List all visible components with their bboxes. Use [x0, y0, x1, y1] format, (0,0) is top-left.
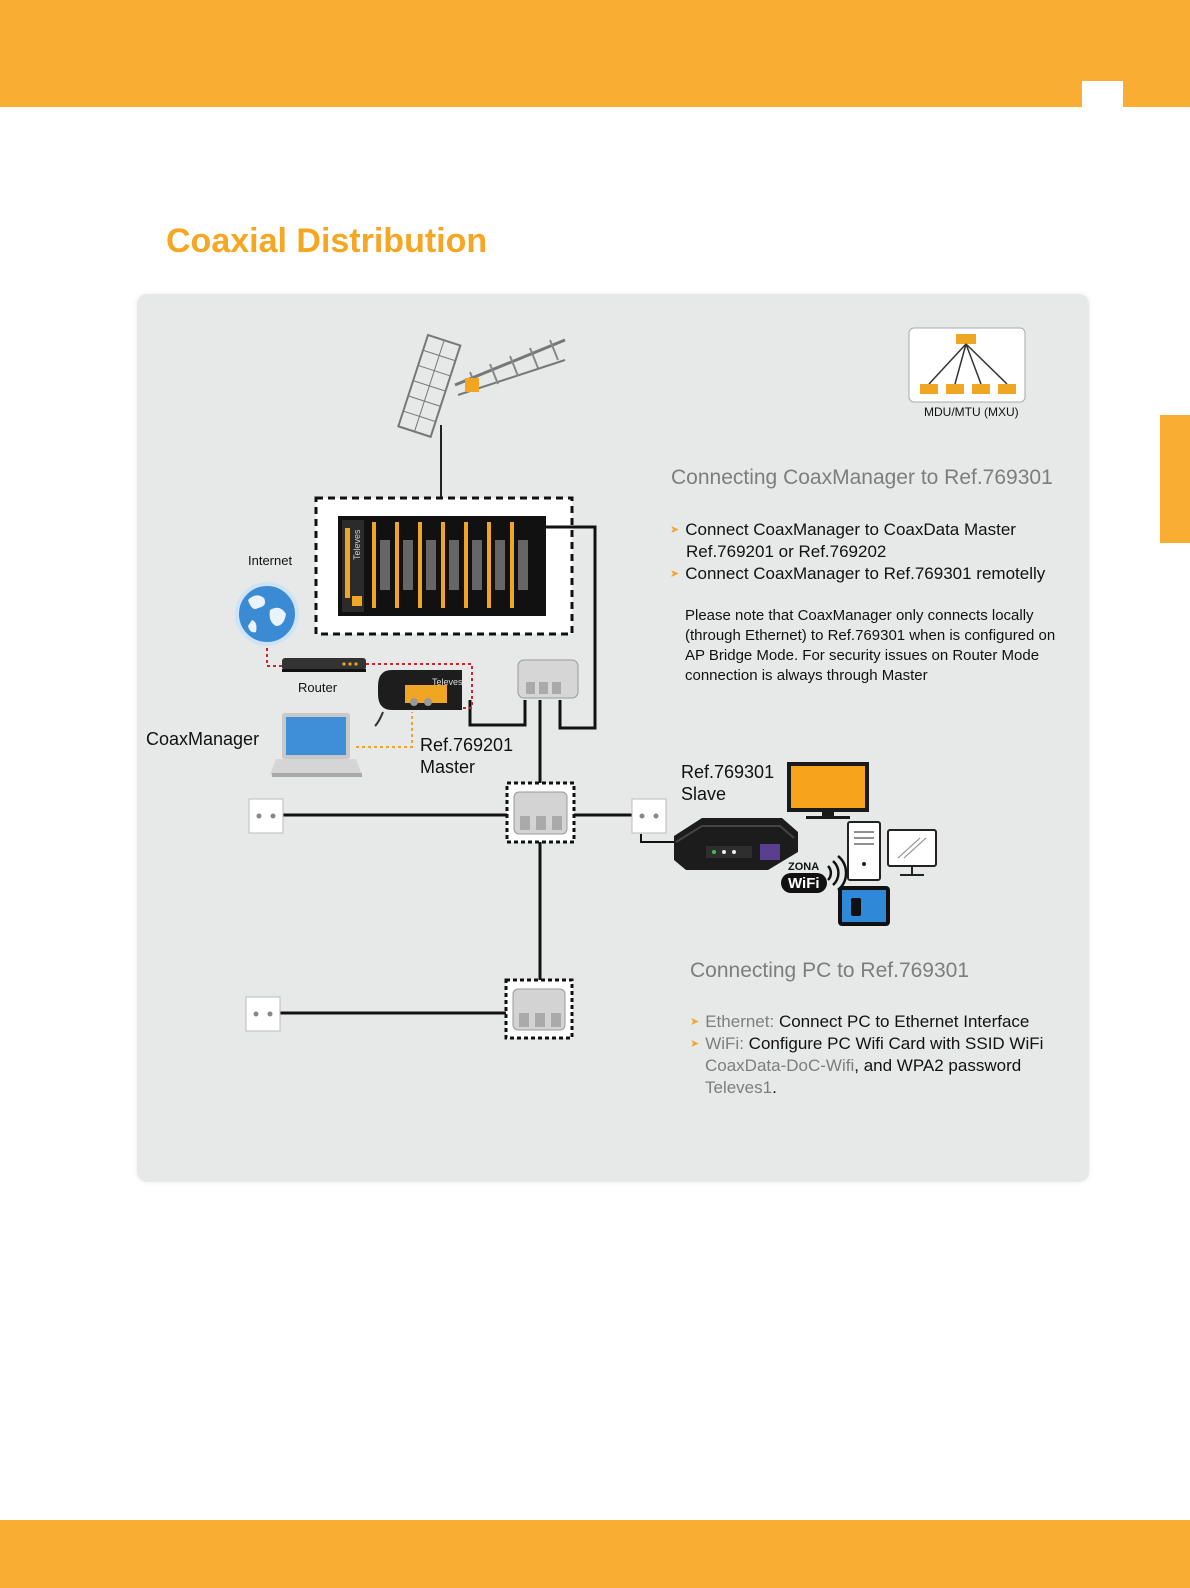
tap-icon-1 [505, 781, 576, 844]
globe-icon [235, 582, 299, 646]
pc-tower-icon [847, 821, 881, 881]
section1-heading: Connecting CoaxManager to Ref.769301 [671, 466, 1053, 489]
mxu-label: MDU/MTU (MXU) [924, 405, 1019, 419]
monitor-icon [887, 829, 937, 876]
internet-label: Internet [248, 553, 293, 568]
page-title: Coaxial Distribution [166, 222, 488, 260]
master-role-label: Master [420, 757, 476, 777]
internet-link [266, 648, 290, 667]
svg-text:Televes: Televes [352, 529, 362, 560]
router-icon [282, 658, 366, 672]
coax-cables [280, 525, 676, 1015]
bottom-footer-band [0, 1520, 1190, 1588]
section2-heading: Connecting PC to Ref.769301 [690, 959, 970, 982]
section1-note-line-4: connection is always through Master [685, 667, 928, 684]
bullet-arrow-icon: ➤ [690, 1016, 700, 1028]
section1-bullet-2: ➤Connect CoaxManager to Ref.769301 remot… [670, 564, 1046, 583]
section-side-tab [1160, 415, 1190, 543]
wall-outlet-icon-1 [248, 798, 284, 834]
splitter-icon [517, 659, 579, 699]
router-label: Router [298, 680, 338, 695]
bullet-arrow-icon: ➤ [670, 568, 680, 580]
section2-ssid-line: CoaxData-DoC-Wifi, and WPA2 password [705, 1056, 1022, 1075]
slave-unit-icon [674, 818, 798, 870]
master-unit-icon: Televes [374, 670, 463, 727]
section1-note-line-3: AP Bridge Mode. For security issues on R… [685, 647, 1040, 664]
section1-note-line-2: (through Ethernet) to Ref.769301 when is… [685, 627, 1056, 644]
svg-text:Televes: Televes [432, 677, 463, 687]
top-header-band [0, 0, 1190, 107]
svg-text:WiFi: WiFi [788, 875, 820, 892]
master-ref-label: Ref.769201 [420, 735, 514, 755]
antenna-icon [397, 333, 566, 498]
section2-bullet-wifi: ➤WiFi: Configure PC Wifi Card with SSID … [690, 1034, 1044, 1053]
section1-note-line-1: Please note that CoaxManager only connec… [685, 607, 1034, 624]
wall-outlet-icon-3 [245, 996, 281, 1032]
headend-rack: Televes [314, 496, 574, 636]
tablet-icon [838, 886, 890, 926]
wall-outlet-icon-2 [631, 798, 667, 834]
laptop-icon [270, 713, 362, 777]
section2-password-line: Televes1. [705, 1078, 777, 1097]
page-number-box [1082, 81, 1123, 107]
slave-role-label: Slave [681, 784, 727, 804]
coaxmanager-label: CoaxManager [146, 729, 260, 749]
wifi-zone-logo: ZONA WiFi [781, 855, 848, 893]
section1-bullet-1-cont: Ref.769201 or Ref.769202 [686, 542, 887, 561]
section1-bullet-1: ➤Connect CoaxManager to CoaxData Master [670, 520, 1016, 539]
laptop-link [356, 712, 413, 748]
tap-icon-2 [504, 978, 574, 1040]
slave-ref-label: Ref.769301 [681, 762, 775, 782]
tv-icon [787, 762, 869, 819]
mxu-topology-icon [908, 327, 1026, 403]
bullet-arrow-icon: ➤ [670, 524, 680, 536]
section2-bullet-ethernet: ➤Ethernet: Connect PC to Ethernet Interf… [690, 1012, 1030, 1031]
bullet-arrow-icon: ➤ [690, 1038, 700, 1050]
svg-text:ZONA: ZONA [788, 861, 819, 873]
